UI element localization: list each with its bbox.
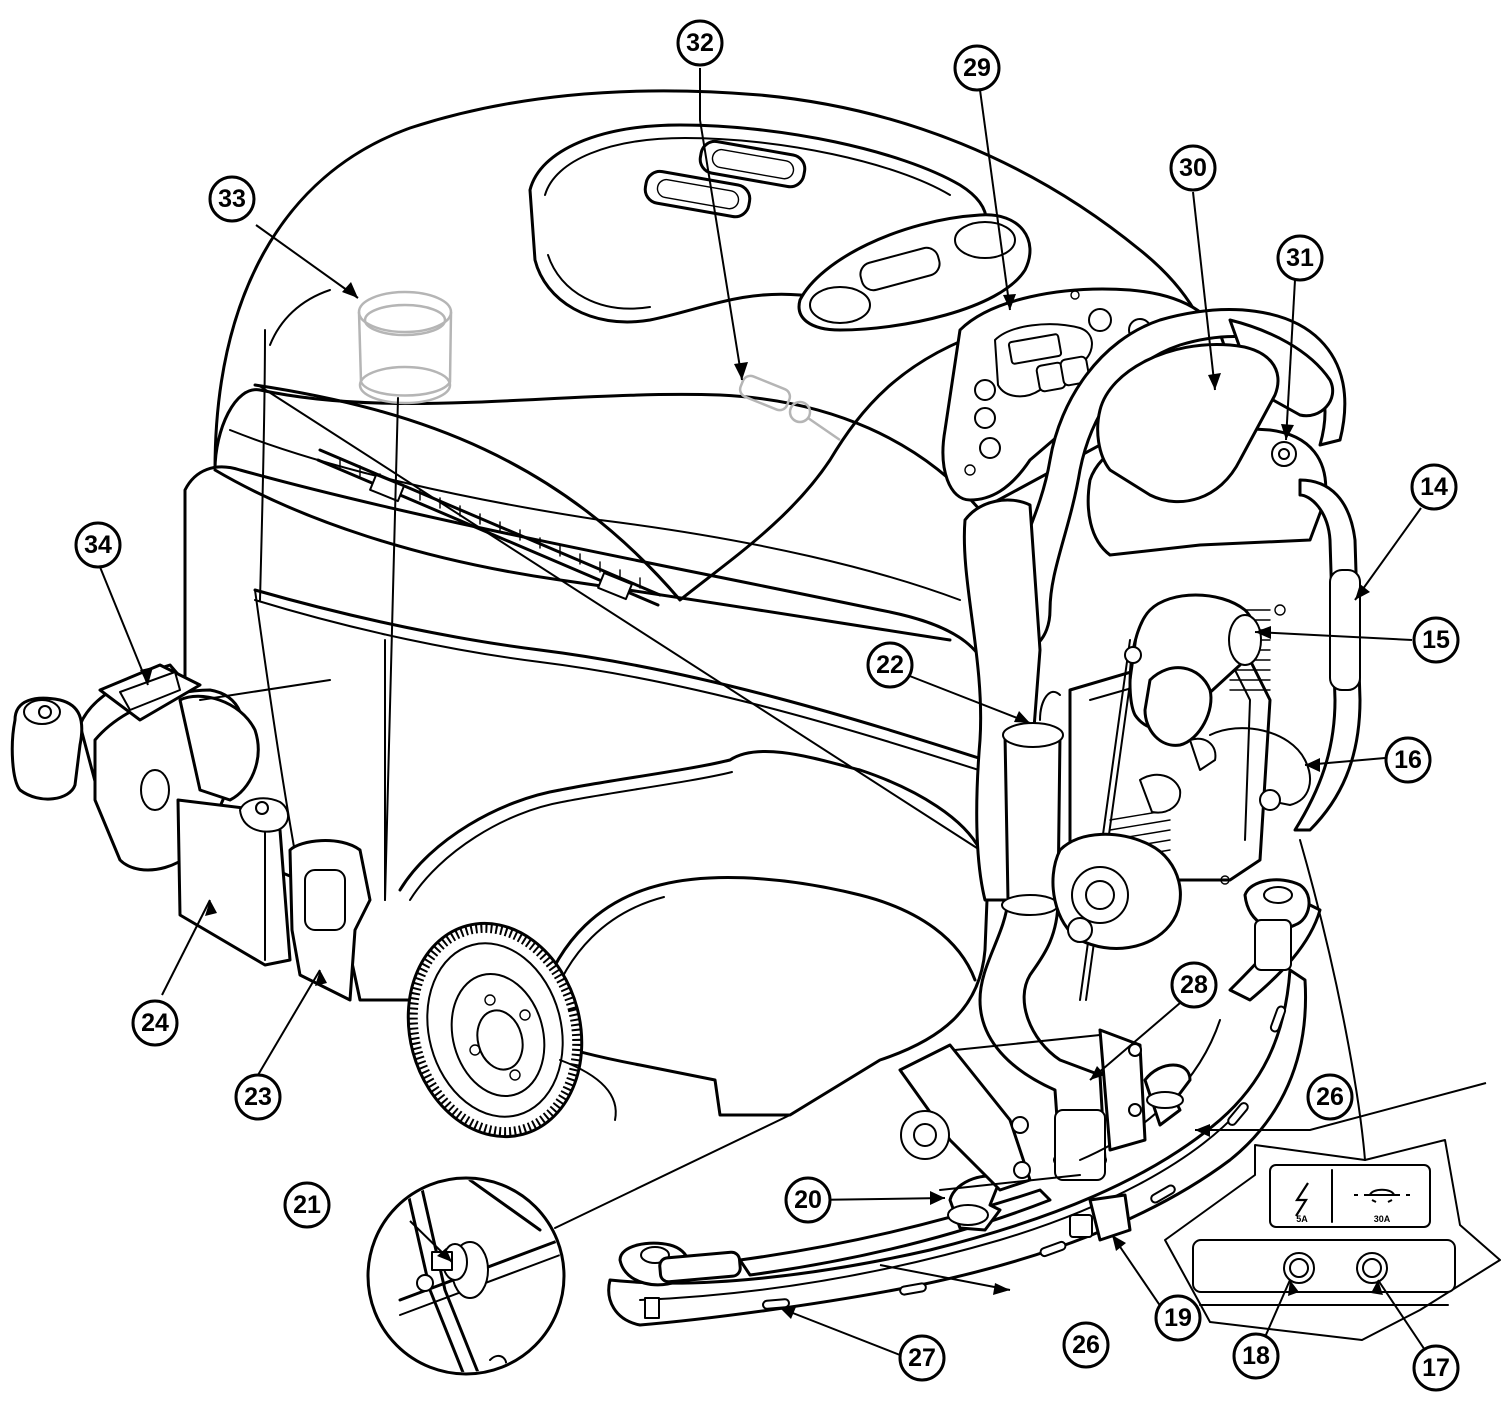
callout-34: 34 (74, 521, 122, 569)
breaker-right-rating: 30A (1374, 1214, 1391, 1224)
ghost-parts (357, 290, 841, 901)
operator-handle (1006, 308, 1347, 653)
svg-text:14: 14 (1420, 473, 1448, 501)
callout-18: 18 (1232, 1332, 1280, 1380)
callout-30: 30 (1169, 144, 1217, 192)
drive-wheel (406, 921, 617, 1139)
callout-26-b: 26 (1062, 1321, 1110, 1369)
svg-text:34: 34 (84, 531, 112, 559)
svg-text:30: 30 (1179, 154, 1207, 182)
tank-lid (528, 123, 1032, 332)
leader-arrowheads (140, 282, 1383, 1319)
svg-text:20: 20 (794, 1186, 822, 1214)
brush-motor-icon (1354, 1188, 1410, 1203)
svg-text:23: 23 (244, 1083, 272, 1111)
breaker-panel-inset: 5A 30A (1164, 839, 1501, 1341)
svg-text:26: 26 (1316, 1083, 1344, 1111)
rear-frame (962, 478, 1362, 902)
callout-20: 20 (784, 1176, 832, 1224)
callout-24: 24 (131, 999, 179, 1047)
leader-lines (99, 68, 1487, 1369)
callout-23: 23 (234, 1073, 282, 1121)
svg-text:31: 31 (1286, 244, 1314, 272)
callout-17: 17 (1412, 1344, 1460, 1392)
svg-text:17: 17 (1422, 1354, 1450, 1382)
svg-text:27: 27 (908, 1344, 936, 1372)
squeegee-assembly (607, 878, 1322, 1327)
svg-text:26: 26 (1072, 1331, 1100, 1359)
circuit-breaker-30a (1356, 1252, 1388, 1284)
callout-26-a: 26 (1306, 1073, 1354, 1121)
float-switch-ghost (738, 374, 841, 442)
svg-text:16: 16 (1394, 746, 1422, 774)
callout-21: 21 (283, 1181, 331, 1229)
callout-33: 33 (208, 175, 256, 223)
svg-text:29: 29 (963, 54, 991, 82)
svg-text:15: 15 (1422, 626, 1450, 654)
svg-text:22: 22 (876, 651, 904, 679)
callout-31: 31 (1276, 234, 1324, 282)
callout-27: 27 (898, 1334, 946, 1382)
svg-text:21: 21 (293, 1191, 321, 1219)
callout-19: 19 (1154, 1294, 1202, 1342)
callout-14: 14 (1410, 463, 1458, 511)
callout-16: 16 (1384, 736, 1432, 784)
rear-caster-area (10, 663, 372, 1002)
breaker-left-rating: 5A (1296, 1214, 1308, 1224)
svg-text:19: 19 (1164, 1304, 1192, 1332)
callout-32: 32 (676, 19, 724, 67)
callout-28: 28 (1170, 961, 1218, 1009)
svg-text:18: 18 (1242, 1342, 1270, 1370)
svg-text:28: 28 (1180, 971, 1208, 999)
lightning-bolt-icon (1294, 1182, 1309, 1217)
filter-cup-ghost (357, 290, 453, 405)
svg-text:32: 32 (686, 29, 714, 57)
callouts: 32 29 30 31 33 34 14 15 (74, 19, 1460, 1392)
svg-text:33: 33 (218, 185, 246, 213)
callout-22: 22 (866, 641, 914, 689)
svg-text:24: 24 (141, 1009, 169, 1037)
circuit-breaker-5a (1283, 1252, 1315, 1284)
callout-15: 15 (1412, 616, 1460, 664)
callout-29: 29 (953, 44, 1001, 92)
brush-deck (1051, 832, 1182, 950)
